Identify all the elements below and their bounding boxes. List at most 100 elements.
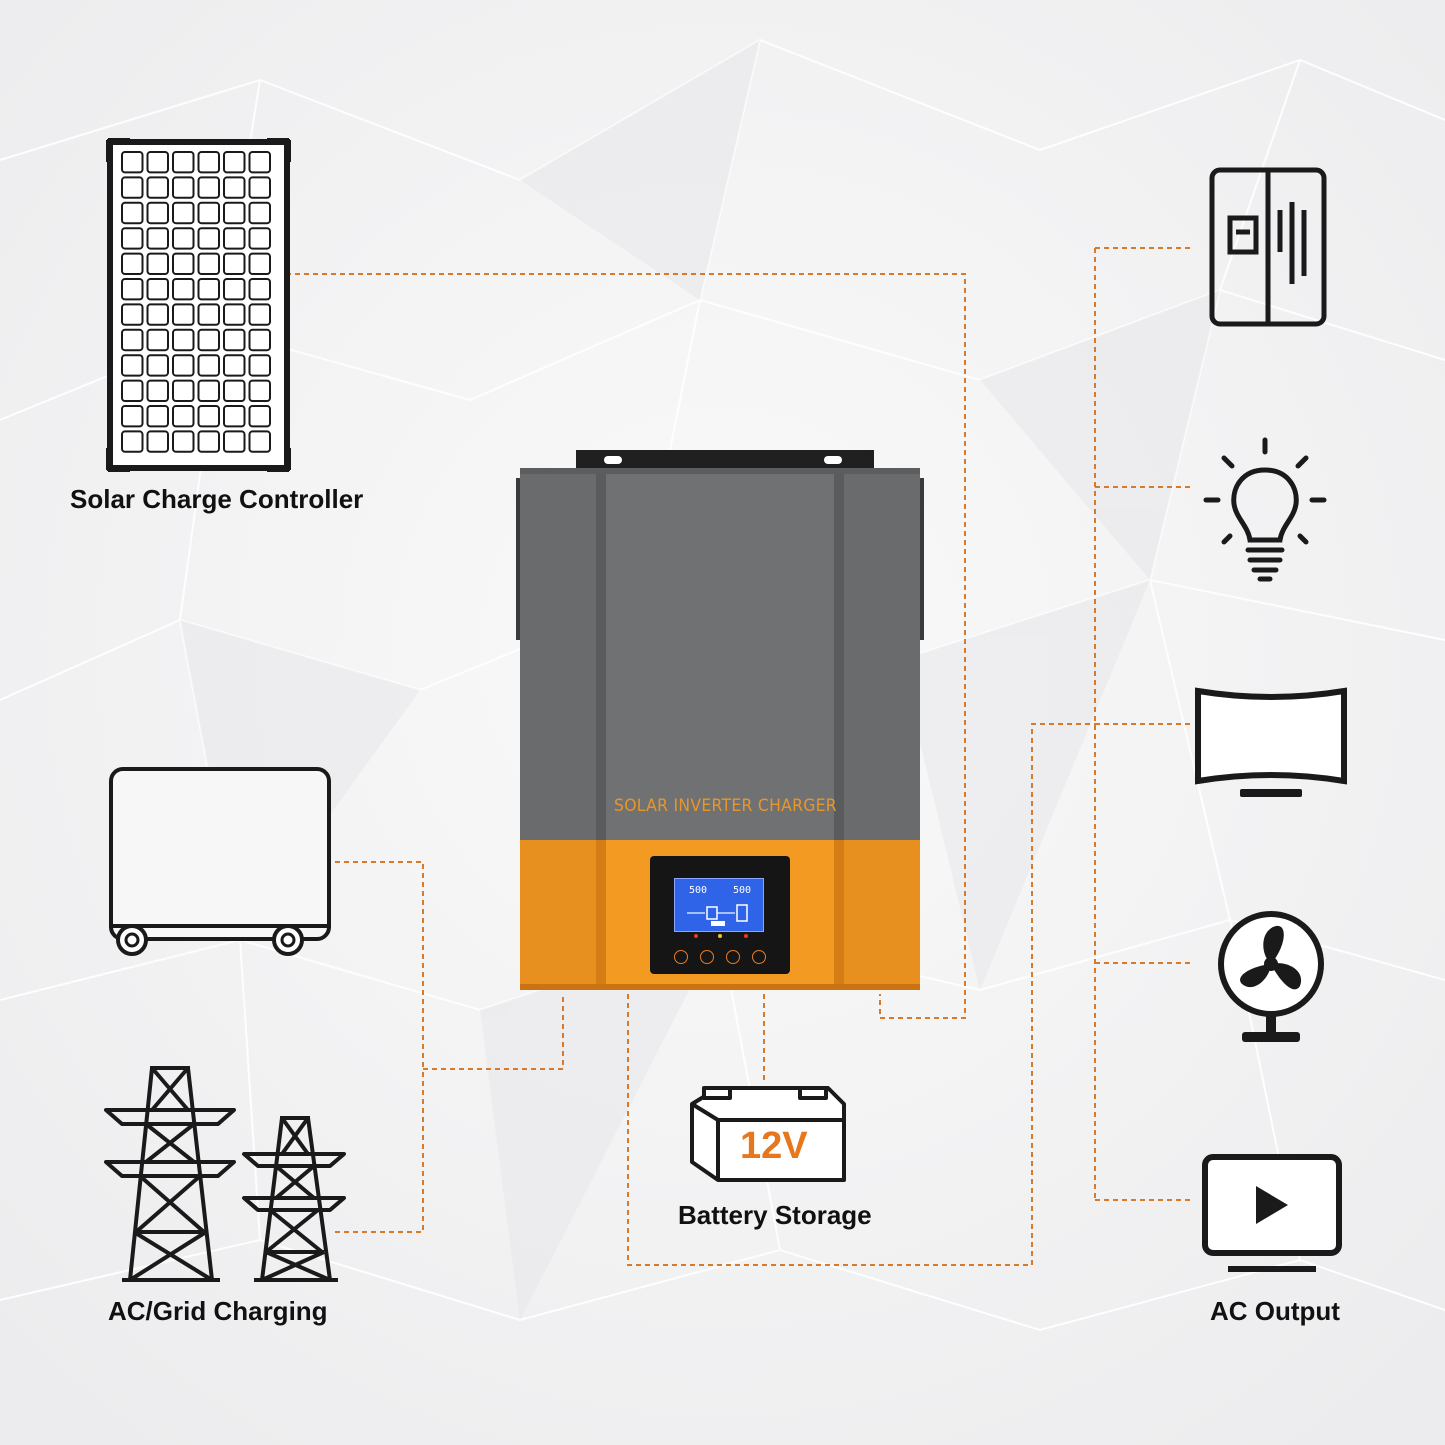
lcd-panel: 500 500 [650, 856, 790, 974]
battery-label: Battery Storage [678, 1200, 872, 1230]
solar-cell [172, 201, 195, 225]
solar-cell [172, 278, 195, 301]
solar-cell [146, 379, 169, 403]
esc-button[interactable] [674, 950, 688, 964]
solar-cell [146, 354, 169, 377]
enter-button[interactable] [752, 950, 766, 964]
ac-output-label: AC Output [1210, 1296, 1340, 1326]
solar-cell [248, 430, 271, 453]
solar-cell [223, 151, 246, 174]
solar-cell [146, 303, 169, 326]
charge-led [718, 934, 722, 938]
solar-cell [223, 430, 246, 453]
solar-cell [197, 227, 220, 250]
solar-cell [223, 354, 246, 377]
generator-wire [335, 861, 424, 1069]
up-button[interactable] [700, 950, 714, 964]
solar-cell [197, 405, 220, 428]
down-button[interactable] [726, 950, 740, 964]
solar-cell [197, 430, 220, 453]
solar-cell [197, 176, 220, 199]
solar-cell [223, 405, 246, 428]
solar-cell [197, 201, 220, 225]
solar-cell [197, 151, 220, 174]
fan-icon [1218, 911, 1324, 1042]
solar-cell [121, 405, 144, 428]
solar-cell [223, 227, 246, 250]
solar-cell [146, 252, 169, 275]
solar-cell [172, 252, 195, 275]
status-led [694, 934, 698, 938]
solar-cell [146, 201, 169, 225]
solar-cell [248, 201, 271, 225]
ac-input-wire [423, 994, 564, 1070]
solar-cell [172, 379, 195, 403]
solar-cell [121, 303, 144, 326]
solar-panel-icon [106, 138, 291, 472]
grid-label: AC/Grid Charging [108, 1296, 328, 1326]
solar-cell [172, 354, 195, 377]
solar-cell [121, 354, 144, 377]
solar-cell [223, 303, 246, 326]
light-bulb-icon [1203, 437, 1327, 582]
power-tower-icon [104, 1066, 346, 1282]
solar-cell [146, 328, 169, 352]
tv-icon [1195, 687, 1347, 797]
lcd-output-reading: 500 [733, 885, 752, 896]
solar-cell [248, 278, 271, 301]
solar-wire [286, 273, 966, 1019]
solar-cell [223, 278, 246, 301]
solar-cell [223, 252, 246, 275]
fault-led [744, 934, 748, 938]
lcd-input-reading: 500 [689, 885, 708, 896]
solar-cell [197, 379, 220, 403]
solar-cell [248, 354, 271, 377]
solar-cell [223, 379, 246, 403]
inverter-brand-text: SOLAR INVERTER CHARGER [614, 796, 837, 816]
solar-cell [121, 176, 144, 199]
solar-cell [248, 405, 271, 428]
generator-icon [109, 767, 331, 956]
solar-cell [146, 430, 169, 453]
solar-cell [172, 405, 195, 428]
solar-cell [121, 151, 144, 174]
refrigerator-icon [1209, 167, 1327, 327]
solar-cell [121, 328, 144, 352]
solar-cell [146, 278, 169, 301]
solar-cell [197, 354, 220, 377]
solar-cell [121, 201, 144, 225]
solar-cell [223, 201, 246, 225]
solar-cell [172, 328, 195, 352]
output-wire [627, 723, 1095, 1266]
solar-cell [146, 227, 169, 250]
solar-cell [197, 278, 220, 301]
battery-voltage: 12V [740, 1125, 808, 1167]
solar-cell [197, 252, 220, 275]
battery-icon [690, 1086, 846, 1182]
solar-cell [121, 278, 144, 301]
grid-wire [335, 1069, 424, 1233]
solar-cell [223, 176, 246, 199]
solar-cell [248, 227, 271, 250]
solar-cell [121, 227, 144, 250]
lcd-status-graphic [687, 904, 748, 926]
solar-cell [146, 405, 169, 428]
solar-cell [172, 430, 195, 453]
monitor-play-icon [1202, 1154, 1342, 1272]
solar-cell [121, 252, 144, 275]
solar-cell [248, 176, 271, 199]
solar-cell [172, 303, 195, 326]
solar-cell [248, 303, 271, 326]
lcd-screen: 500 500 [674, 878, 764, 932]
solar-label: Solar Charge Controller [70, 484, 364, 514]
solar-cell [248, 252, 271, 275]
solar-cell [248, 151, 271, 174]
solar-cell [172, 151, 195, 174]
solar-cell [172, 227, 195, 250]
solar-cell [146, 151, 169, 174]
solar-cell [248, 328, 271, 352]
solar-cell [121, 430, 144, 453]
solar-cell [146, 176, 169, 199]
